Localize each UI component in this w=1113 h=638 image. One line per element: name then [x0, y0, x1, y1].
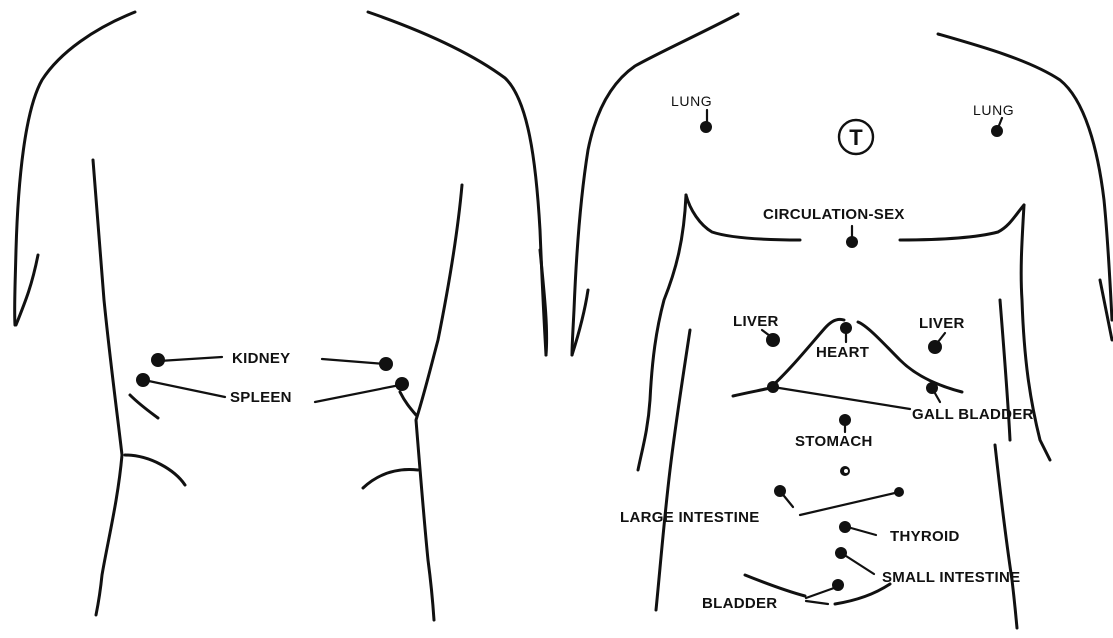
kidney-point-group: KIDNEY — [151, 350, 393, 371]
navel-highlight — [844, 469, 848, 473]
t-symbol-letter: T — [849, 125, 863, 150]
small-intestine-label: SMALL INTESTINE — [882, 569, 1020, 586]
thyroid-point — [839, 521, 851, 533]
back-left-hip-crease — [125, 455, 185, 485]
stomach-point — [839, 414, 851, 426]
circulation-sex-label: CIRCULATION-SEX — [763, 206, 905, 223]
back-left-arm-inner — [16, 255, 38, 325]
front-left-shoulder-outline — [572, 14, 738, 355]
kidney-leader-left — [159, 357, 222, 361]
lung-left-point — [700, 121, 712, 133]
liver-right-point-group: LIVER — [919, 315, 965, 354]
liver-left-point — [766, 333, 780, 347]
back-left-waist-crease — [130, 395, 158, 418]
large-intestine-leader-right — [800, 492, 899, 515]
rib-base-left — [733, 388, 770, 396]
front-right-lower-line — [995, 445, 1017, 628]
chest-line-right — [900, 205, 1024, 240]
small-intestine-leader — [846, 556, 874, 574]
kidney-leader-right — [322, 359, 385, 364]
lung-right-label: LUNG — [973, 102, 1014, 118]
liver-left-point-group: LIVER — [733, 313, 780, 347]
liver-right-leader — [938, 333, 945, 342]
kidney-left-point — [151, 353, 165, 367]
lung-right-point — [991, 125, 1003, 137]
back-torso-figure — [15, 12, 547, 620]
bladder-point-group: BLADDER — [702, 579, 844, 612]
thyroid-label: THYROID — [890, 528, 960, 545]
bladder-leader-lower — [806, 601, 828, 604]
back-left-side-outline — [93, 160, 122, 615]
navel-mark — [840, 466, 850, 476]
back-right-waist-crease — [400, 392, 416, 415]
liver-right-point — [928, 340, 942, 354]
lung-right-point-group: LUNG — [973, 102, 1014, 137]
front-torso-figure — [572, 14, 1112, 628]
stomach-point-group: STOMACH — [795, 414, 873, 450]
spleen-left-point — [136, 373, 150, 387]
kidney-label: KIDNEY — [232, 350, 290, 367]
back-right-hip-crease — [363, 470, 418, 488]
liver-right-label: LIVER — [919, 315, 965, 332]
heart-point — [840, 322, 852, 334]
spleen-point-group: SPLEEN — [136, 373, 409, 406]
stomach-label: STOMACH — [795, 433, 873, 450]
spleen-right-point — [395, 377, 409, 391]
t-symbol: T — [839, 120, 873, 154]
thyroid-point-group: THYROID — [839, 521, 960, 545]
front-left-side-outline — [638, 195, 686, 470]
thyroid-leader — [851, 528, 876, 535]
gall-bladder-label: GALL BLADDER — [912, 406, 1034, 423]
small-intestine-point — [835, 547, 847, 559]
bladder-label: BLADDER — [702, 595, 777, 612]
front-left-flank-line — [656, 330, 690, 610]
small-intestine-point-group: SMALL INTESTINE — [835, 547, 1020, 586]
lung-left-point-group: LUNG — [671, 93, 712, 133]
kidney-right-point — [379, 357, 393, 371]
large-intestine-point-group: LARGE INTESTINE — [620, 485, 904, 526]
gall-bladder-leader-left — [773, 387, 910, 409]
spleen-leader-left — [144, 380, 225, 397]
front-right-shoulder-outline — [938, 34, 1112, 320]
circulation-sex-point — [846, 236, 858, 248]
large-intestine-leader-left — [780, 491, 793, 507]
large-intestine-label: LARGE INTESTINE — [620, 509, 760, 526]
spleen-leader-right — [315, 385, 400, 402]
circulation-sex-point-group: CIRCULATION-SEX — [763, 206, 905, 248]
heart-label: HEART — [816, 344, 869, 361]
pelvis-left-line — [745, 575, 805, 596]
liver-left-label: LIVER — [733, 313, 779, 330]
rib-arch-right — [858, 322, 962, 392]
spleen-label: SPLEEN — [230, 389, 292, 406]
lung-left-label: LUNG — [671, 93, 712, 109]
back-right-shoulder-outline — [368, 12, 546, 355]
back-right-side-outline — [416, 185, 462, 620]
bladder-leader-upper — [806, 588, 834, 598]
gall-bladder-point-group: GALL BLADDER — [767, 381, 1034, 423]
